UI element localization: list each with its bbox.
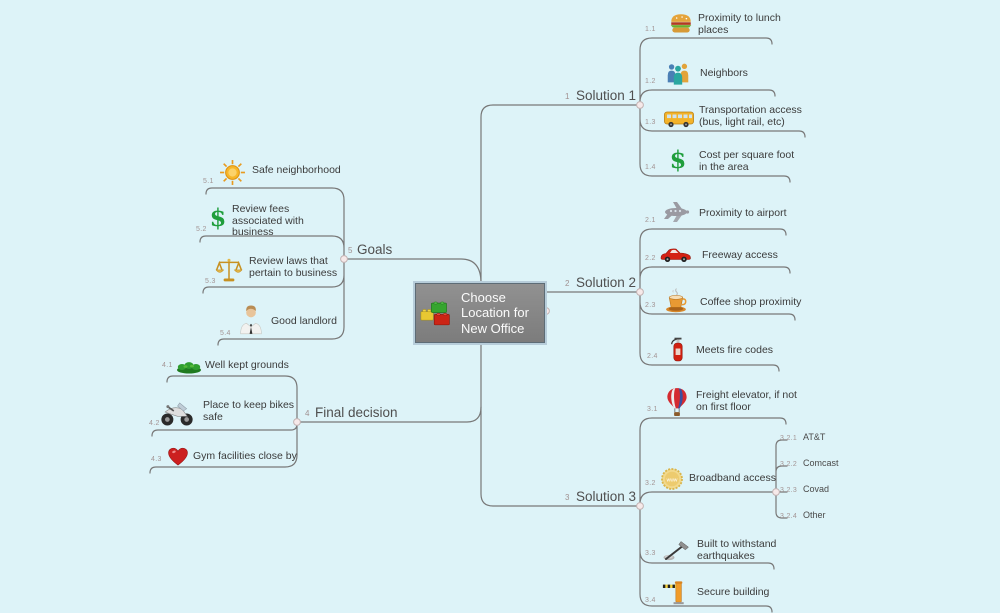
subsubtopic-label[interactable]: AT&T [803,432,826,442]
subtopic-label[interactable]: Neighbors [700,67,748,79]
landlord-icon [237,305,265,335]
collapse-handle[interactable] [636,502,644,510]
central-topic[interactable]: Choose Location for New Office [415,283,545,343]
subtopic-label[interactable]: Review laws that pertain to business [249,255,338,279]
topic-number: 4.3 [151,456,162,463]
subtopic-label[interactable]: Cost per square foot in the area [699,149,795,173]
connector-solution1 [480,37,806,284]
security-gate-icon [662,579,686,605]
topic-number: 2.4 [647,353,658,360]
connector-final-decision [149,375,482,474]
subtopic-label[interactable]: Freeway access [702,249,778,261]
topic-number: 5.3 [205,278,216,285]
topic-number: 3.2.2 [780,461,798,468]
people-icon [664,59,692,87]
subtopic-label[interactable]: Coffee shop proximity [700,296,802,308]
grass-icon [176,358,202,374]
fire-extinguisher-icon [667,336,689,364]
dollar-icon: $ [666,147,690,173]
central-topic-title: Choose Location for New Office [461,289,529,336]
sun-icon [219,159,246,186]
topic-number: 1.4 [645,164,656,171]
topic-number: 2.1 [645,217,656,224]
topic-number: 2 [565,279,570,288]
topic-number: 3.4 [645,597,656,604]
gold-seal-icon: www [660,467,684,491]
collapse-handle[interactable] [636,288,644,296]
svg-text:$: $ [210,205,227,231]
topic-number: 5.1 [203,178,214,185]
subtopic-label[interactable]: Meets fire codes [696,344,774,356]
coffee-cup-icon [663,287,690,314]
topic-number: 4.2 [149,420,160,427]
subsubtopic-label[interactable]: Comcast [803,458,839,468]
subtopic-label[interactable]: Freight elevator, if not on first floor [696,389,797,413]
subtopic-label[interactable]: Safe neighborhood [252,164,341,176]
subtopic-label[interactable]: Well kept grounds [205,359,289,371]
topic-number: 3.2.1 [780,435,798,442]
svg-text:$: $ [670,147,687,173]
topic-number: 3 [565,493,570,502]
collapse-handle[interactable] [340,255,348,263]
motorcycle-icon [158,397,196,427]
main-topic-final-decision[interactable]: Final decision [315,405,398,420]
topic-number: 3.2.4 [780,513,798,520]
lego-bricks-icon [419,297,457,330]
subtopic-label[interactable]: Built to withstand earthquakes [697,538,777,562]
car-icon [659,243,693,265]
collapse-handle[interactable] [772,488,780,496]
subtopic-label[interactable]: Transportation access (bus, light rail, … [699,104,802,128]
subtopic-label[interactable]: Gym facilities close by [193,450,297,462]
main-topic-goals[interactable]: Goals [357,242,393,257]
subtopic-label[interactable]: Broadband access [689,472,776,484]
topic-number: 1.3 [645,119,656,126]
hammer-icon [661,538,691,562]
collapse-handle[interactable] [636,101,644,109]
connector-goals [199,187,482,346]
bus-icon [663,106,695,130]
topic-number: 5 [348,246,353,255]
collapse-handle[interactable] [293,418,301,426]
heart-icon [167,447,189,466]
topic-number: 4.1 [162,362,173,369]
hot-air-balloon-icon [665,387,689,417]
topic-number: 3.2.3 [780,487,798,494]
topic-number: 2.2 [645,255,656,262]
topic-number: 3.3 [645,550,656,557]
main-topic-solution1[interactable]: Solution 1 [576,88,637,103]
hamburger-icon [668,11,694,37]
subsubtopic-label[interactable]: Other [803,510,826,520]
topic-number: 4 [305,409,310,418]
subtopic-label[interactable]: Secure building [697,586,770,598]
connector-solution3 [480,342,788,613]
topic-number: 1 [565,92,570,101]
topic-number: 1.1 [645,26,656,33]
subtopic-label[interactable]: Proximity to lunch places [698,12,781,36]
main-topic-solution2[interactable]: Solution 2 [576,275,637,290]
svg-text:www: www [667,477,678,483]
topic-number: 5.2 [196,226,207,233]
topic-number: 5.4 [220,330,231,337]
topic-number: 3.2 [645,480,656,487]
subtopic-label[interactable]: Proximity to airport [699,207,787,219]
topic-number: 2.3 [645,302,656,309]
subtopic-label[interactable]: Place to keep bikes safe [203,399,295,423]
airplane-icon [661,199,691,227]
topic-number: 1.2 [645,78,656,85]
main-topic-solution3[interactable]: Solution 3 [576,489,637,504]
subsubtopic-label[interactable]: Covad [803,484,830,494]
subtopic-label[interactable]: Review fees associated with business [232,203,304,238]
connector-solution2 [544,228,796,372]
subtopic-label[interactable]: Good landlord [271,315,337,327]
dollar-icon: $ [206,205,230,231]
topic-number: 3.1 [647,406,658,413]
scales-icon [214,257,244,285]
